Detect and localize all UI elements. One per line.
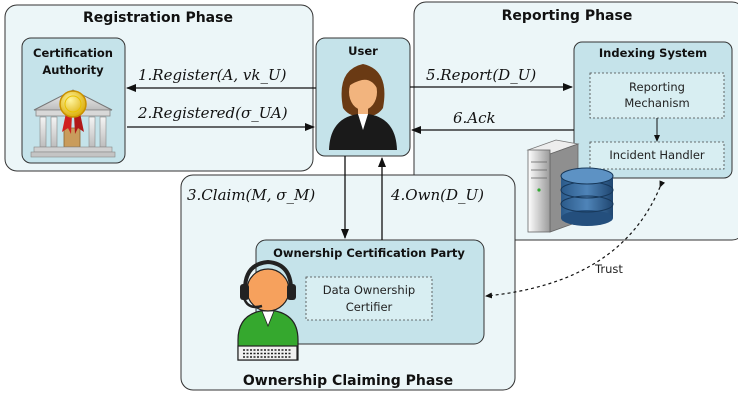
incident-handler-box bbox=[589, 141, 725, 170]
data-ownership-certifier-box bbox=[305, 276, 433, 321]
certificate-building-icon bbox=[30, 89, 116, 158]
indexing-system-title: Indexing System bbox=[599, 46, 707, 60]
user-title: User bbox=[348, 44, 378, 58]
label-registered: 2.Registered(σ_UA) bbox=[137, 104, 288, 122]
database-icon bbox=[560, 167, 614, 226]
user-avatar-icon bbox=[329, 64, 397, 150]
certifier-line2: Certifier bbox=[346, 300, 393, 314]
label-claim: 3.Claim(M, σ_M) bbox=[187, 186, 315, 204]
reporting-mechanism-box bbox=[589, 72, 725, 119]
label-ack: 6.Ack bbox=[453, 109, 496, 127]
trust-dashed-arrow bbox=[485, 180, 666, 299]
support-agent-icon bbox=[237, 259, 299, 361]
reporting-mechanism-line2: Mechanism bbox=[624, 96, 689, 110]
reporting-mechanism-line1: Reporting bbox=[629, 80, 685, 94]
ca-title-line2: Authority bbox=[42, 63, 104, 77]
trust-label: Trust bbox=[594, 262, 623, 276]
ca-title-line1: Certification bbox=[33, 46, 113, 60]
registration-phase-title: Registration Phase bbox=[83, 10, 233, 26]
incident-handler-label: Incident Handler bbox=[609, 148, 705, 162]
certifier-line1: Data Ownership bbox=[323, 283, 415, 297]
label-own: 4.Own(D_U) bbox=[390, 186, 484, 204]
claiming-phase-title: Ownership Claiming Phase bbox=[243, 373, 453, 389]
reporting-phase-title: Reporting Phase bbox=[502, 8, 633, 24]
ocp-title: Ownership Certification Party bbox=[273, 246, 465, 260]
label-report: 5.Report(D_U) bbox=[426, 66, 536, 84]
label-register: 1.Register(A, vk_U) bbox=[138, 66, 287, 84]
